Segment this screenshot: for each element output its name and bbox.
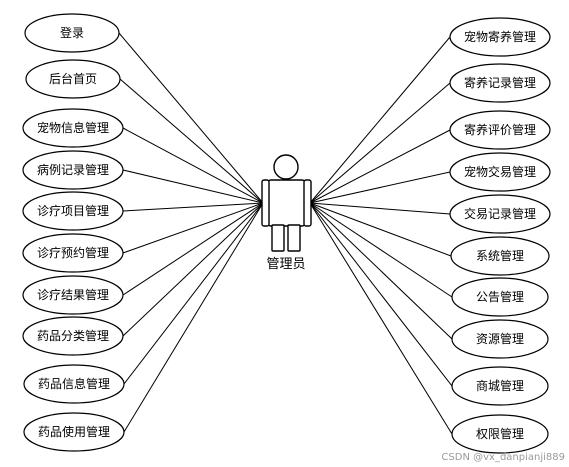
use-case-label: 交易记录管理 — [464, 206, 536, 221]
use-case: 寄养记录管理 — [449, 63, 551, 103]
use-case: 后台首页 — [25, 59, 121, 99]
association-line — [123, 202, 264, 433]
use-case: 交易记录管理 — [449, 194, 551, 234]
actor-head — [273, 154, 299, 180]
association-lines — [118, 32, 453, 435]
use-case-ellipse — [451, 366, 549, 406]
use-case-ellipse — [22, 275, 124, 315]
association-line — [309, 202, 453, 298]
use-case-ellipse — [449, 152, 551, 192]
use-case-label: 诊疗预约管理 — [37, 245, 109, 260]
association-line — [309, 129, 451, 204]
association-line — [309, 171, 451, 204]
use-case-label: 寄养记录管理 — [464, 75, 536, 90]
watermark: CSDN @vx_danpianji889 — [441, 452, 565, 463]
use-case: 寄养评价管理 — [449, 110, 551, 150]
actor-left-arm — [261, 179, 270, 227]
use-case-label: 系统管理 — [476, 248, 524, 263]
association-line — [309, 202, 453, 435]
use-case-ellipse — [24, 13, 120, 53]
association-line — [309, 202, 453, 387]
actor-right-arm — [303, 179, 312, 227]
right-use-cases: 宠物寄养管理寄养记录管理寄养评价管理宠物交易管理交易记录管理系统管理公告管理资源… — [449, 17, 551, 454]
use-case: 资源管理 — [451, 319, 549, 359]
use-case-ellipse — [451, 277, 549, 317]
use-case-ellipse — [25, 59, 121, 99]
use-case-ellipse — [22, 316, 124, 356]
association-line — [309, 202, 452, 257]
use-case-ellipse — [449, 63, 551, 103]
actor-left-leg — [271, 224, 285, 252]
use-case-label: 病例记录管理 — [37, 162, 109, 177]
use-case: 商城管理 — [451, 366, 549, 406]
use-case: 系统管理 — [450, 236, 550, 276]
association-line — [122, 127, 264, 204]
use-case-label: 公告管理 — [476, 289, 524, 304]
association-line — [122, 202, 264, 337]
use-case: 药品使用管理 — [23, 412, 125, 452]
use-case: 宠物寄养管理 — [449, 17, 551, 57]
use-case: 病例记录管理 — [22, 150, 124, 190]
use-case-ellipse — [451, 414, 549, 454]
use-case-label: 宠物交易管理 — [464, 164, 536, 179]
use-case: 药品信息管理 — [23, 364, 125, 404]
use-case: 诊疗项目管理 — [22, 191, 124, 231]
association-line — [119, 78, 264, 204]
use-case: 宠物交易管理 — [449, 152, 551, 192]
use-case-label: 商城管理 — [476, 378, 524, 393]
actor-admin: 管理员 — [261, 154, 312, 272]
use-case-label: 权限管理 — [476, 426, 524, 441]
use-case-ellipse — [22, 150, 124, 190]
association-line — [123, 202, 264, 385]
use-case-ellipse — [23, 412, 125, 452]
association-line — [122, 202, 264, 212]
use-case: 宠物信息管理 — [22, 108, 124, 148]
association-line — [122, 202, 264, 296]
actor-right-leg — [287, 224, 301, 252]
use-case-ellipse — [22, 191, 124, 231]
use-case-ellipse — [22, 108, 124, 148]
association-line — [309, 202, 451, 215]
use-case-label: 登录 — [60, 25, 84, 40]
association-line — [309, 82, 451, 204]
use-case: 诊疗结果管理 — [22, 275, 124, 315]
use-case-ellipse — [449, 17, 551, 57]
use-case-label: 宠物寄养管理 — [464, 29, 536, 44]
use-case: 公告管理 — [451, 277, 549, 317]
left-use-cases: 登录后台首页宠物信息管理病例记录管理诊疗项目管理诊疗预约管理诊疗结果管理药品分类… — [22, 13, 125, 452]
use-case-ellipse — [451, 319, 549, 359]
actor-body — [267, 179, 306, 227]
use-case-label: 药品使用管理 — [38, 424, 110, 439]
use-case: 药品分类管理 — [22, 316, 124, 356]
use-case-label: 诊疗项目管理 — [37, 203, 109, 218]
use-case-label: 宠物信息管理 — [37, 120, 109, 135]
use-case: 诊疗预约管理 — [22, 233, 124, 273]
use-case-label: 资源管理 — [476, 331, 524, 346]
use-case-label: 药品分类管理 — [37, 328, 109, 343]
use-case: 登录 — [24, 13, 120, 53]
association-line — [309, 202, 453, 340]
use-case-ellipse — [22, 233, 124, 273]
use-case-ellipse — [450, 236, 550, 276]
association-line — [122, 202, 264, 254]
use-case-label: 药品信息管理 — [38, 376, 110, 391]
association-line — [122, 169, 264, 204]
use-case-label: 后台首页 — [49, 71, 97, 86]
actor-label: 管理员 — [266, 257, 305, 272]
use-case: 权限管理 — [451, 414, 549, 454]
use-case-label: 诊疗结果管理 — [37, 287, 109, 302]
use-case-ellipse — [23, 364, 125, 404]
association-line — [309, 36, 451, 204]
association-line — [118, 32, 264, 204]
use-case-ellipse — [449, 110, 551, 150]
use-case-label: 寄养评价管理 — [464, 122, 536, 137]
use-case-ellipse — [449, 194, 551, 234]
